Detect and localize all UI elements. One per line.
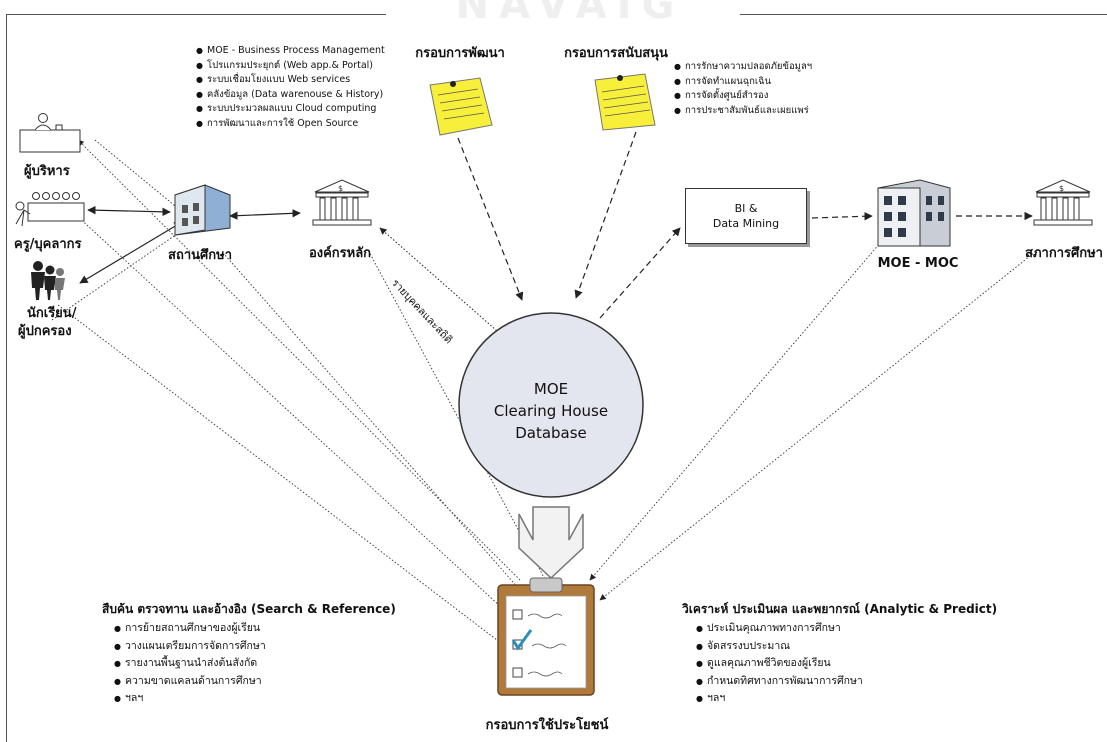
list-item: โปรแกรมประยุกต์ (Web app.& Portal) [196,59,385,74]
link-student-school [79,221,183,284]
search-section-list: การย้ายสถานศึกษาของผู้เรียน วางแผนเตรียม… [114,620,266,708]
school-building-icon [174,184,231,236]
watermark-text: NAVAIG [455,0,685,28]
label-student-2: ผู้ปกครอง [18,324,72,339]
list-item: การพัฒนาและการใช้ Open Source [196,117,385,132]
label-student-1: นักเรียน/ [27,306,77,321]
link-exec-school [94,139,181,211]
students-icon [31,261,65,300]
list-item: คลังข้อมูล (Data warenouse & History) [196,88,385,103]
link-benefit-teacher [61,201,516,621]
list-item: กำหนดทิศทางการพัฒนาการศึกษา [696,673,863,691]
support-list: การรักษาความปลอดภัยข้อมูลฯ การจัดทำแผนฉุ… [674,60,812,118]
list-item: จัดสรรงบประมาณ [696,638,863,656]
bi-line-2: Data Mining [712,217,780,230]
database-circle [458,312,644,498]
link-benefit-executive [77,139,521,581]
list-item: MOE - Business Process Management [196,44,385,59]
frame-top-border [6,14,386,15]
analytic-section-title: วิเคราะห์ ประเมินผล และพยากรณ์ (Analytic… [682,602,998,616]
database-line-2: Clearing House [493,402,609,420]
support-title: กรอบการสนับสนุน [564,46,668,61]
executive-icon [19,113,81,153]
link-bi-moc [811,212,873,221]
database-label: MOE Clearing House Database [476,378,626,444]
link-benefit-student [57,304,511,651]
bi-line-1: BI & [734,202,758,215]
link-benefit-school [224,254,521,591]
list-item: ประเมินคุณภาพทางการศึกษา [696,620,863,638]
clipboard-icon [497,577,595,696]
list-item: การย้ายสถานศึกษาของผู้เรียน [114,620,266,638]
link-support-database [574,131,637,299]
link-database-bi [599,227,681,319]
frame-top-border-right [740,14,1107,15]
svg-text:$: $ [338,184,343,193]
list-item: ระบบเชื่อมโยงแบบ Web services [196,73,385,88]
search-section-title: สืบค้น ตรวจทาน และอ้างอิง (Search & Refe… [102,602,396,616]
development-list: MOE - Business Process Management โปรแกร… [196,44,385,131]
svg-text:$: $ [1059,184,1064,193]
label-parent-org: องค์กรหลัก [308,246,372,261]
list-item: ความขาดแคลนด้านการศึกษา [114,673,266,691]
development-note-icon [429,77,493,136]
list-item: วางแผนเตรียมการจัดการศึกษา [114,638,266,656]
list-item: ฯลฯ [114,690,266,708]
analytic-section-list: ประเมินคุณภาพทางการศึกษา จัดสรรงบประมาณ … [696,620,863,708]
label-school: สถานศึกษา [168,248,232,263]
frame-left-border [6,14,7,742]
label-executive: ผู้บริหาร [24,164,70,179]
list-item: การจัดทำแผนฉุกเฉิน [674,75,812,90]
link-teacher-school [87,205,171,217]
bi-data-mining-box: BI & Data Mining [685,188,807,244]
label-moe-moc: MOE - MOC [877,256,959,271]
teacher-group-icon [15,192,85,227]
list-item: การประชาสัมพันธ์และเผยแพร่ [674,104,812,119]
list-item: ดูแลคุณภาพชีวิตของผู้เรียน [696,655,863,673]
link-benefit-council [599,247,1041,601]
benefit-title: กรอบการใช้ประโยชน์ [485,718,609,733]
link-benefit-parent-org [367,249,549,586]
list-item: การจัดตั้งศูนย์สำรอง [674,89,812,104]
benefit-arrow-icon [518,506,584,580]
list-item: ระบบประมวลผลแบบ Cloud computing [196,102,385,117]
list-item: รายงานพื้นฐานนำส่งต้นสังกัด [114,655,266,673]
label-education-council: สภาการศึกษา [1025,246,1103,261]
moe-moc-building-icon [877,179,951,247]
support-note-icon [594,73,656,131]
list-item: ฯลฯ [696,690,863,708]
list-item: การรักษาความปลอดภัยข้อมูลฯ [674,60,812,75]
link-development-database [457,137,524,301]
database-line-3: Database [515,424,587,442]
label-teacher: ครู/บุคลากร [14,237,82,252]
development-title: กรอบการพัฒนา [415,46,505,61]
link-school-parent-org [229,209,301,220]
link-benefit-moc [589,219,901,581]
parent-org-icon: $ [312,179,372,226]
education-council-icon: $ [1033,179,1093,226]
database-line-1: MOE [533,380,569,398]
